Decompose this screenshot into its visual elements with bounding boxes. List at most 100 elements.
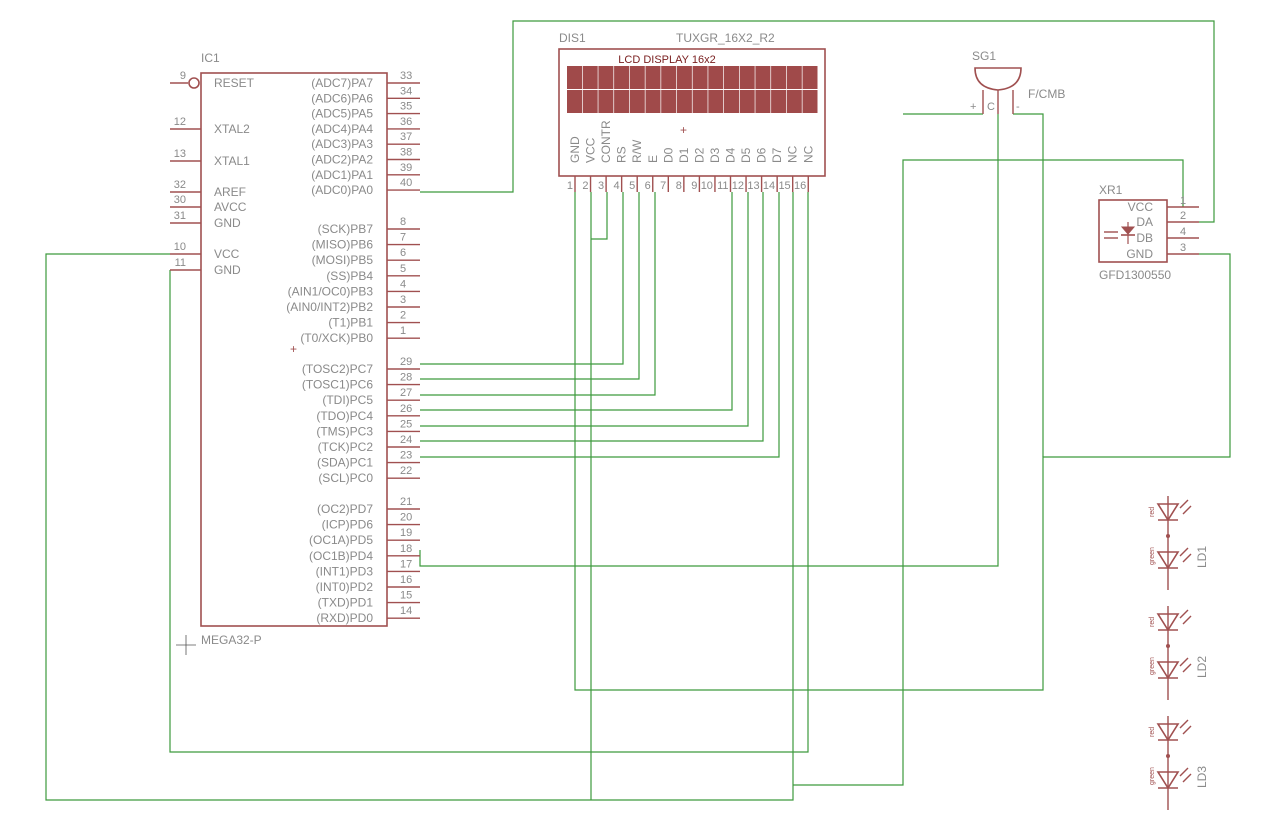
ic1-pin-38[interactable]: 38(ADC2)PA2 bbox=[311, 147, 420, 167]
ic1-pin-20[interactable]: 20(ICP)PD6 bbox=[322, 512, 420, 532]
ic1-pin-name: (MISO)PB6 bbox=[312, 238, 374, 252]
ic1-pin-15[interactable]: 15(TXD)PD1 bbox=[318, 590, 420, 610]
ic1-pin-36[interactable]: 36 (ADC4)PA4 bbox=[311, 116, 420, 136]
ic1-pin-35[interactable]: 35(ADC5)PA5 bbox=[311, 101, 420, 121]
dis1-symbol[interactable]: DIS1 TUXGR_16X2_R2 LCD DISPLAY 16x2 + 1G… bbox=[558, 31, 826, 192]
wire-sg1-minus bbox=[1013, 113, 1044, 457]
dis1-pin-1[interactable]: 1 GND bbox=[567, 136, 582, 192]
wire-pc5-e bbox=[420, 192, 656, 396]
dis1-pin-number: 1 bbox=[567, 180, 573, 192]
ic1-value: MEGA32-P bbox=[201, 633, 262, 647]
xr1-name: XR1 bbox=[1099, 183, 1123, 197]
ic1-pin-39[interactable]: 39(ADC1)PA1 bbox=[311, 162, 420, 182]
dis1-pin-name: D0 bbox=[661, 147, 675, 163]
ic1-pin-17[interactable]: 17(INT1)PD3 bbox=[316, 558, 420, 578]
ic1-pin-26[interactable]: 26(TDO)PC4 bbox=[316, 403, 420, 423]
ic1-pin-16[interactable]: 16(INT0)PD2 bbox=[316, 574, 420, 594]
ic1-pin-name: (INT1)PD3 bbox=[316, 564, 374, 578]
ic1-pin-18[interactable]: 18(OC1B)PD4 bbox=[309, 543, 420, 563]
dis1-pin-7[interactable]: 7D0 bbox=[660, 147, 675, 192]
ic1-pin-40[interactable]: 40(ADC0)PA0 bbox=[311, 177, 420, 197]
ic1-pin-23[interactable]: 23(SDA)PC1 bbox=[317, 450, 420, 470]
ic1-pin-number: 36 bbox=[400, 116, 412, 128]
ic1-pin-name: (ADC7)PA7 bbox=[311, 76, 373, 90]
ic1-pin-25[interactable]: 25(TMS)PC3 bbox=[316, 418, 420, 438]
led-green-diode-icon: green bbox=[1149, 767, 1192, 790]
ic1-pin-name: (ADC4)PA4 bbox=[311, 122, 373, 136]
ic1-pin-7[interactable]: 7(MISO)PB6 bbox=[312, 232, 420, 252]
ic1-pin-number: 27 bbox=[400, 387, 412, 399]
ic1-pin-number: 20 bbox=[400, 512, 412, 524]
dis1-pin-4[interactable]: 4RS bbox=[614, 146, 629, 192]
lcd-char-cell bbox=[645, 90, 661, 113]
ic1-pin-33[interactable]: 33(ADC7)PA7 bbox=[311, 70, 420, 90]
ic1-pin-number: 8 bbox=[400, 216, 406, 228]
wire-gnd bbox=[169, 192, 809, 753]
dis1-pin-9[interactable]: 9D2 bbox=[691, 147, 706, 192]
dis1-pin-name: RS bbox=[615, 146, 629, 163]
dis1-pin-8[interactable]: 8D1 bbox=[676, 147, 691, 192]
lcd-char-cell bbox=[724, 66, 739, 89]
sg1-symbol[interactable]: SG1 F/CMB + C - bbox=[970, 49, 1065, 114]
xr1-pin-2[interactable]: 2DA bbox=[1136, 210, 1199, 229]
ic1-pin-21[interactable]: 21(OC2)PD7 bbox=[317, 496, 420, 516]
lcd-char-cell bbox=[802, 90, 818, 113]
ic1-pin-1[interactable]: 1(T0/XCK)PB0 bbox=[300, 325, 420, 345]
ic1-pin-name: (TXD)PD1 bbox=[318, 596, 374, 610]
dis1-pin-number: 2 bbox=[582, 180, 588, 192]
ic1-pin-37[interactable]: 37(ADC3)PA3 bbox=[311, 131, 420, 151]
ic1-pin-34[interactable]: 34(ADC6)PA6 bbox=[311, 85, 420, 105]
xr1-pin-name: DB bbox=[1136, 231, 1153, 245]
ic1-pin-27[interactable]: 27(TDI)PC5 bbox=[322, 387, 420, 407]
dis1-pin-number: 12 bbox=[732, 180, 744, 192]
ic1-pin-4[interactable]: 4(AIN1/OC0)PB3 bbox=[288, 278, 420, 298]
ic1-pin-number: 22 bbox=[400, 465, 412, 477]
ic1-pin-8[interactable]: 8(SCK)PB7 bbox=[318, 216, 420, 236]
ic1-pin-19[interactable]: 19(OC1A)PD5 bbox=[309, 527, 420, 547]
dis1-pin-5[interactable]: 5R/W bbox=[629, 139, 644, 192]
ic1-pin-24[interactable]: 24(TCK)PC2 bbox=[318, 434, 420, 454]
ic1-pin-14[interactable]: 14(RXD)PD0 bbox=[316, 605, 420, 625]
ic1-pin-number: 32 bbox=[174, 179, 186, 191]
wire-pc6-rw bbox=[420, 192, 640, 380]
xr1-pin-4[interactable]: 4DB bbox=[1136, 226, 1199, 245]
lcd-char-cell bbox=[629, 66, 645, 89]
ic1-pin-22[interactable]: 22 (SCL)PC0 bbox=[318, 465, 420, 485]
dis1-pin-name: GND bbox=[568, 136, 582, 163]
ic1-pin-3[interactable]: 3(AIN0/INT2)PB2 bbox=[286, 294, 420, 314]
ic1-pin-6[interactable]: 6(MOSI)PB5 bbox=[312, 247, 420, 267]
photodiode-icon bbox=[1104, 222, 1136, 244]
ic1-pin-5[interactable]: 5(SS)PB4 bbox=[326, 263, 420, 283]
ic1-pin-name: (SCL)PC0 bbox=[318, 471, 373, 485]
ic1-pin-2[interactable]: 2(T1)PB1 bbox=[328, 310, 420, 330]
ic1-pin-28[interactable]: 28(TOSC1)PC6 bbox=[302, 372, 420, 392]
ic1-pin-29[interactable]: 29(TOSC2)PC7 bbox=[302, 356, 420, 376]
wire-pa0-xr1-da bbox=[420, 20, 1215, 223]
dis1-pin-6[interactable]: 6E bbox=[645, 155, 660, 192]
